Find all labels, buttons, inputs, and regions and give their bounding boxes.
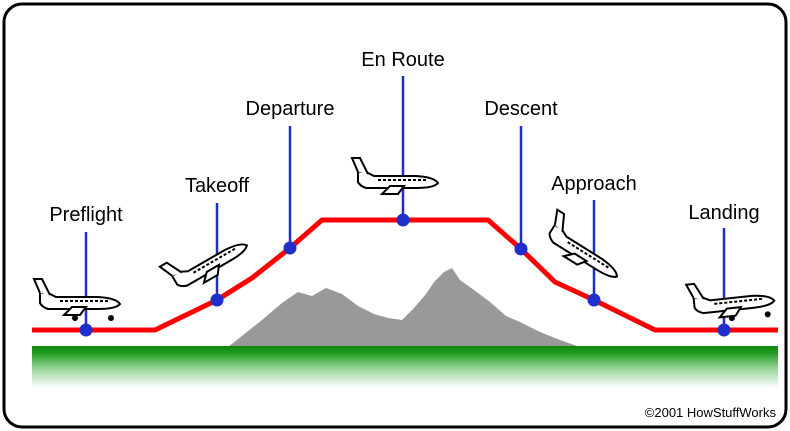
- phase-label: Approach: [551, 173, 637, 195]
- phase-descent: Descent: [484, 98, 558, 256]
- phase-label: Descent: [484, 98, 558, 120]
- marker-dot: [717, 323, 731, 337]
- mountains: [228, 268, 580, 347]
- phase-label: En Route: [361, 49, 444, 71]
- phase-takeoff: Takeoff: [158, 175, 254, 307]
- phase-preflight: Preflight: [33, 204, 123, 337]
- marker-dot: [587, 293, 601, 307]
- phase-label: Takeoff: [185, 175, 250, 197]
- marker-dot: [79, 323, 93, 337]
- phase-label: Landing: [688, 202, 759, 224]
- phase-approach: Approach: [537, 173, 637, 307]
- copyright-text: ©2001 HowStuffWorks: [645, 405, 777, 420]
- phase-label: Departure: [246, 98, 335, 120]
- plane-icon: [685, 274, 777, 322]
- phase-departure: Departure: [246, 98, 335, 255]
- marker-dot: [283, 241, 297, 255]
- marker-dot: [396, 213, 410, 227]
- marker-dot: [514, 242, 528, 256]
- ground: [32, 346, 778, 388]
- marker-dot: [210, 293, 224, 307]
- phase-landing: Landing: [685, 202, 777, 337]
- plane-icon: [33, 278, 121, 321]
- phase-label: Preflight: [49, 204, 123, 226]
- phase-en-route: En Route: [351, 49, 445, 227]
